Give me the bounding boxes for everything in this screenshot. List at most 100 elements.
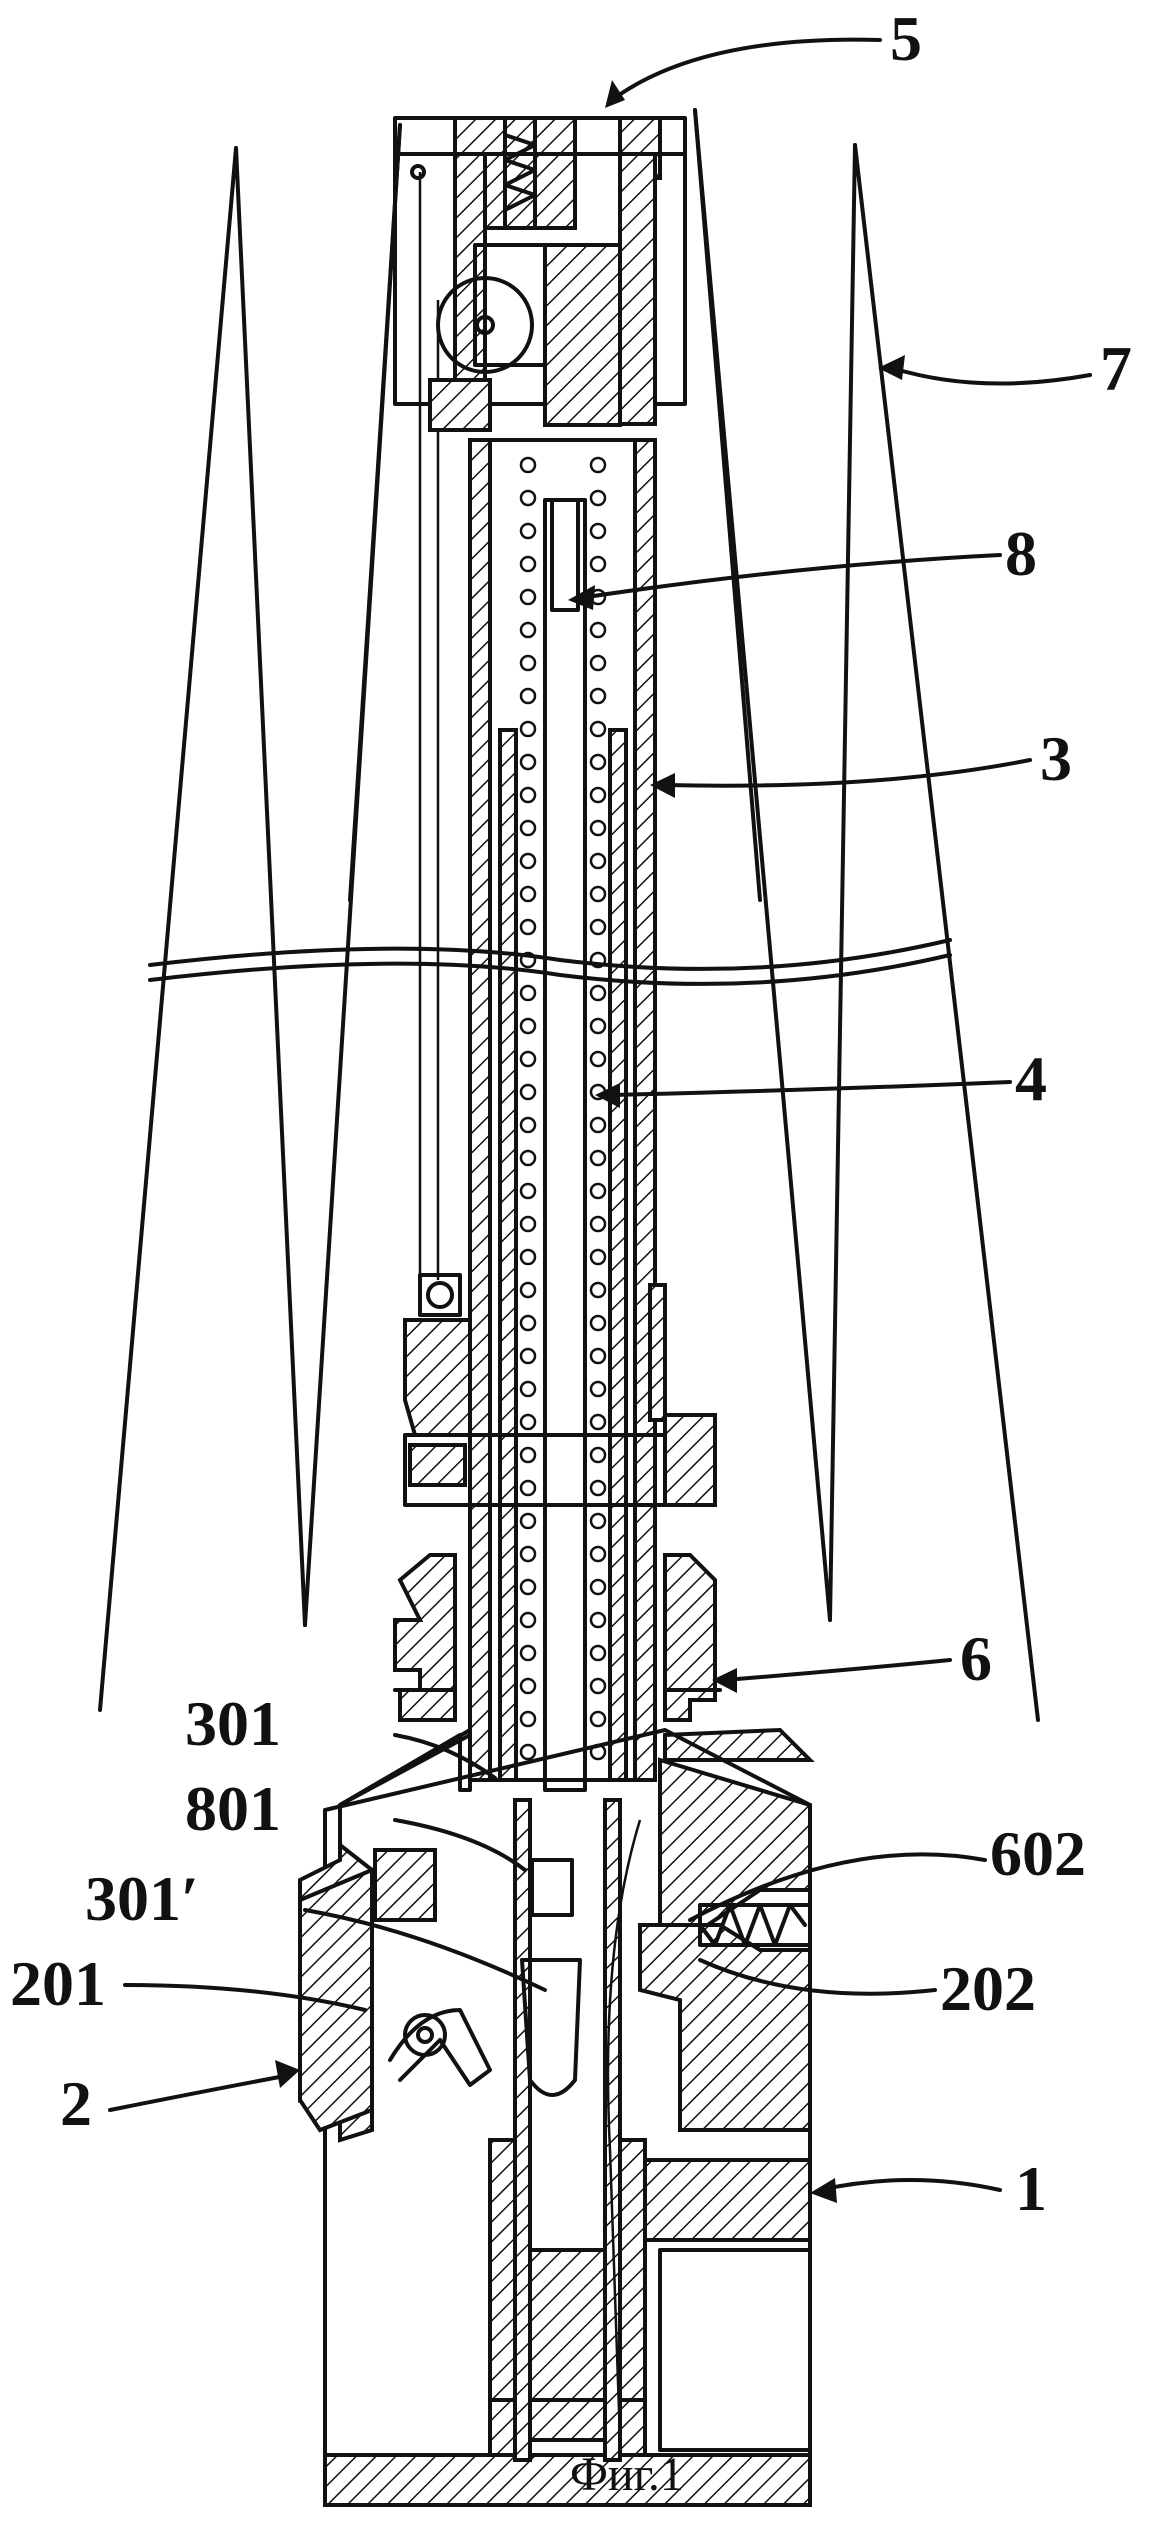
spring-coil bbox=[589, 687, 607, 705]
spring-coil bbox=[519, 1347, 537, 1365]
spring-coil bbox=[589, 1017, 607, 1035]
spring-coil bbox=[519, 1611, 537, 1629]
canopy-edge-2 bbox=[148, 953, 952, 986]
spring-coil bbox=[589, 621, 607, 639]
spring-coil bbox=[519, 918, 537, 936]
spring-coil bbox=[519, 1545, 537, 1563]
spring-coil bbox=[589, 852, 607, 870]
spring-coil bbox=[519, 1215, 537, 1233]
spring-coil bbox=[519, 1149, 537, 1167]
spring-coil bbox=[519, 489, 537, 507]
spring-coil bbox=[589, 720, 607, 738]
spring-coil bbox=[589, 753, 607, 771]
spring-coil bbox=[519, 654, 537, 672]
spring-coil bbox=[589, 1710, 607, 1728]
spring-coil bbox=[519, 555, 537, 573]
spring-coil bbox=[519, 1479, 537, 1497]
notch bbox=[393, 1553, 722, 1722]
label-8: 8 bbox=[1005, 518, 1037, 589]
spring-coil bbox=[589, 1347, 607, 1365]
leader-lines bbox=[108, 37, 1092, 2203]
spring-coil bbox=[589, 555, 607, 573]
spring-coil bbox=[519, 1182, 537, 1200]
label-202: 202 bbox=[940, 1953, 1036, 2024]
label-801: 801 bbox=[185, 1773, 281, 1844]
spring-coil bbox=[519, 1281, 537, 1299]
spring-coil bbox=[519, 1314, 537, 1332]
spring-coil bbox=[519, 1050, 537, 1068]
lower-runner bbox=[403, 1273, 717, 1507]
spring-coil bbox=[519, 1248, 537, 1266]
spring-coil bbox=[589, 1611, 607, 1629]
spring-coil bbox=[519, 1512, 537, 1530]
spring-coil bbox=[589, 885, 607, 903]
spring-coil bbox=[519, 621, 537, 639]
label-4: 4 bbox=[1015, 1043, 1047, 1114]
spring-coil bbox=[519, 885, 537, 903]
spring-coil bbox=[589, 1644, 607, 1662]
spring-coil bbox=[589, 1545, 607, 1563]
label-602: 602 bbox=[990, 1818, 1086, 1889]
spring-coil bbox=[519, 1578, 537, 1596]
spring-coil bbox=[589, 1248, 607, 1266]
label-2: 2 bbox=[60, 2068, 92, 2139]
spring-coil bbox=[589, 1281, 607, 1299]
label-301p: 301′ bbox=[85, 1863, 199, 1934]
spring-coil bbox=[519, 1644, 537, 1662]
spring-coil bbox=[589, 1314, 607, 1332]
spring-coil bbox=[589, 1215, 607, 1233]
spring-coil bbox=[589, 1479, 607, 1497]
spring-coil bbox=[519, 588, 537, 606]
umbrella-ribs bbox=[98, 108, 1040, 1722]
spring-coil bbox=[519, 1743, 537, 1761]
spring-coil bbox=[589, 1413, 607, 1431]
coil-springs bbox=[519, 456, 607, 1761]
upper-housing bbox=[393, 152, 687, 1280]
spring-coil bbox=[589, 1050, 607, 1068]
spring-coil bbox=[519, 522, 537, 540]
button-latch bbox=[298, 1805, 492, 2143]
canopy-edge bbox=[148, 938, 952, 971]
label-301: 301 bbox=[185, 1688, 281, 1759]
spring-coil bbox=[519, 687, 537, 705]
spring-coil bbox=[519, 1116, 537, 1134]
spring-coil bbox=[589, 984, 607, 1002]
spring-coil bbox=[589, 918, 607, 936]
spring-coil bbox=[519, 1083, 537, 1101]
spring-coil bbox=[519, 819, 537, 837]
spring-coil bbox=[519, 456, 537, 474]
spring-coil bbox=[589, 1512, 607, 1530]
spring-coil bbox=[589, 654, 607, 672]
reference-labels: 5 7 8 3 4 6 301 801 602 301′ 201 202 2 1 bbox=[10, 3, 1132, 2224]
spring-coil bbox=[589, 1446, 607, 1464]
handle-body bbox=[323, 1727, 815, 2507]
spring-coil bbox=[519, 1380, 537, 1398]
spring-coil bbox=[519, 720, 537, 738]
spring-coil bbox=[519, 984, 537, 1002]
spring-coil bbox=[589, 1116, 607, 1134]
label-6: 6 bbox=[960, 1623, 992, 1694]
figure-caption: Фиг.1 bbox=[570, 2448, 684, 2501]
spring-coil bbox=[589, 1182, 607, 1200]
label-7: 7 bbox=[1100, 333, 1132, 404]
spring-coil bbox=[589, 489, 607, 507]
label-3: 3 bbox=[1040, 723, 1072, 794]
spring-coil bbox=[519, 1677, 537, 1695]
spring-coil bbox=[519, 753, 537, 771]
spring-coil bbox=[519, 1446, 537, 1464]
spring-coil bbox=[519, 852, 537, 870]
label-201: 201 bbox=[10, 1948, 106, 2019]
spring-coil bbox=[589, 522, 607, 540]
spring-coil bbox=[589, 1677, 607, 1695]
spring-coil bbox=[589, 819, 607, 837]
label-1: 1 bbox=[1015, 2153, 1047, 2224]
spring-coil bbox=[519, 1017, 537, 1035]
spring-coil bbox=[519, 1710, 537, 1728]
spring-coil bbox=[589, 1578, 607, 1596]
spring-coil bbox=[589, 456, 607, 474]
label-5: 5 bbox=[890, 3, 922, 74]
telescoping-tubes bbox=[468, 438, 657, 1792]
spring-coil bbox=[519, 786, 537, 804]
spring-coil bbox=[519, 1413, 537, 1431]
